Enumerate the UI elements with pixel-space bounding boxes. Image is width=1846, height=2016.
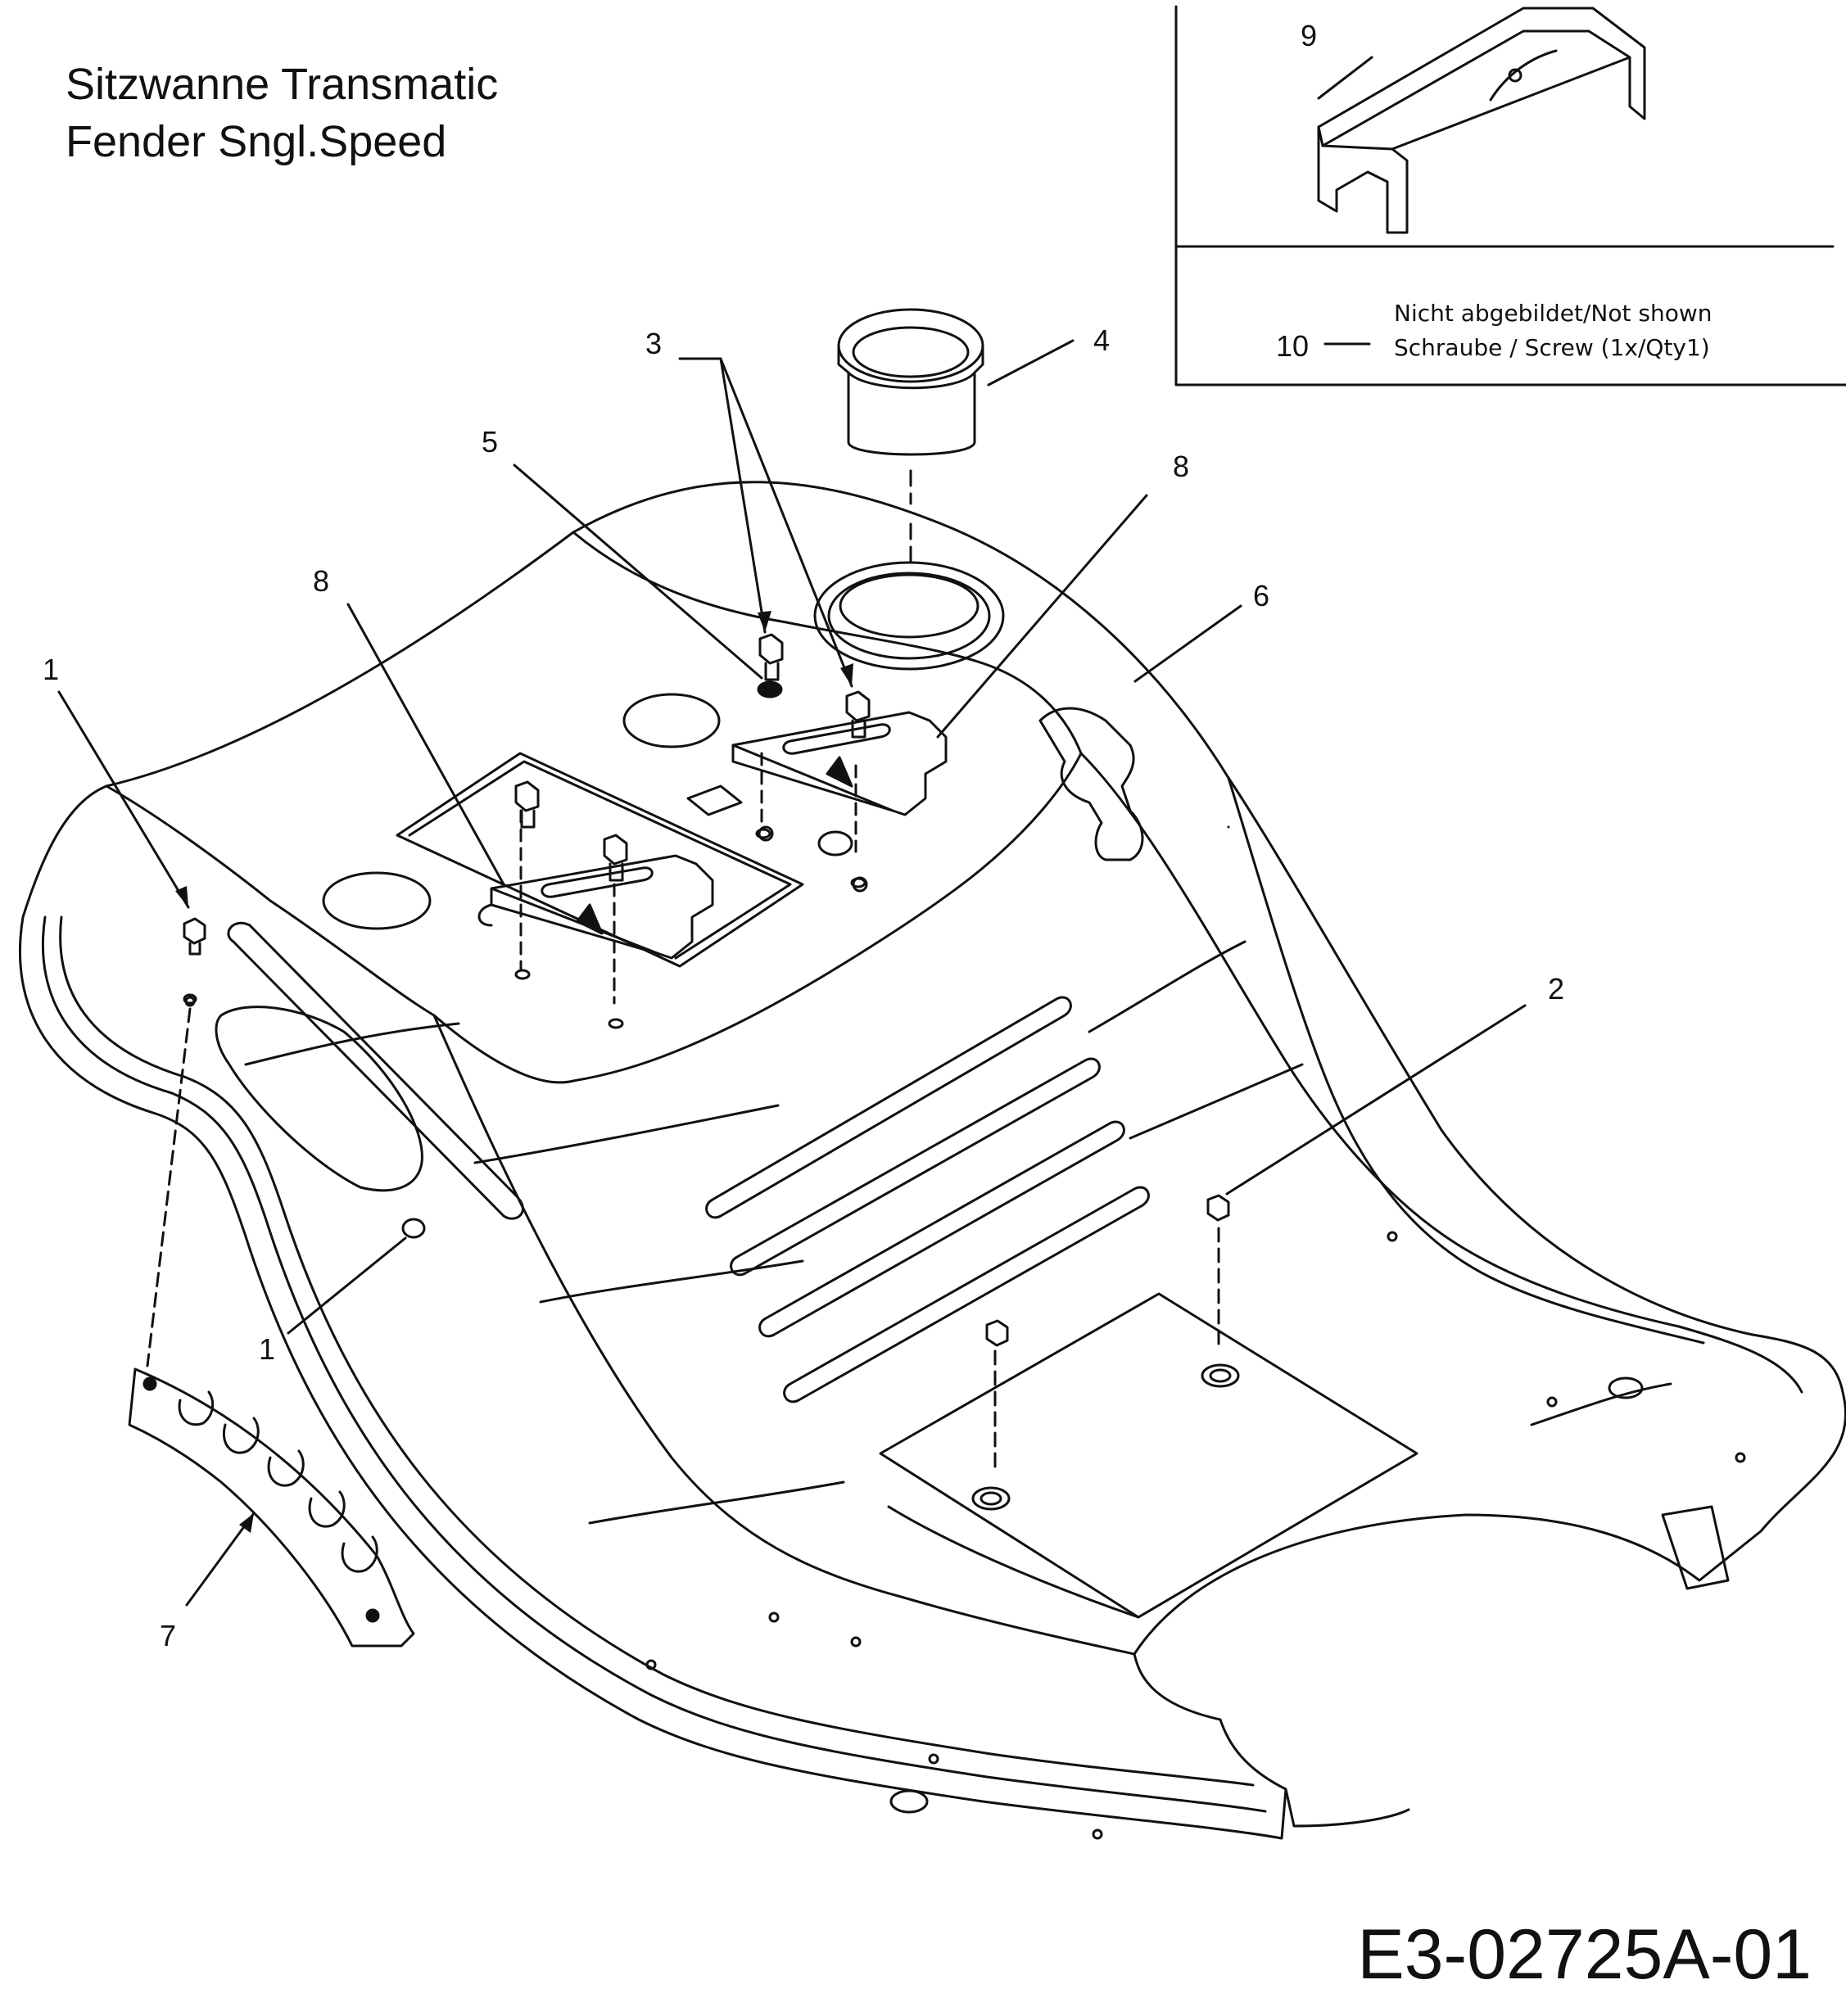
- title-line-1: Sitzwanne Transmatic: [66, 60, 499, 109]
- part-5-washer: [757, 680, 783, 698]
- left-slots: [215, 921, 524, 1220]
- part-1-screws: [146, 917, 426, 1367]
- callout-5: 5: [482, 425, 498, 459]
- handle-slot: [1038, 707, 1144, 861]
- callout-2: 2: [1548, 972, 1564, 1006]
- part-8-bracket-right: [731, 711, 948, 888]
- not-shown-description: Schraube / Screw (1x/Qty1): [1394, 334, 1710, 361]
- cup-receptacle: [813, 561, 1005, 671]
- inset-frame: [1174, 5, 1846, 386]
- rear-tray: [184, 996, 1746, 1840]
- part-2-screws: [985, 1194, 1230, 1476]
- part-8-bracket-left: [477, 809, 714, 1029]
- part-7-strip: [128, 1367, 415, 1648]
- drawing-code: E3-02725A-01: [1357, 1915, 1812, 1994]
- callout-9: 9: [1301, 19, 1317, 52]
- part-4-cup: [837, 308, 984, 567]
- callout-4: 4: [1093, 323, 1110, 357]
- title-line-2: Fender Sngl.Speed: [66, 117, 447, 166]
- callout-10: 10: [1276, 329, 1309, 363]
- part-9-bracket: [1317, 7, 1646, 234]
- part-6-fender-body: [19, 481, 1846, 1840]
- fender-slots: [705, 996, 1150, 1404]
- callout-1-lower: 1: [259, 1332, 275, 1366]
- callout-6: 6: [1253, 579, 1269, 612]
- part-3-bolts: [514, 633, 871, 882]
- callout-1-upper: 1: [43, 653, 59, 686]
- callout-8-left: 8: [313, 564, 329, 598]
- callout-7: 7: [160, 1619, 176, 1652]
- leader-arrowheads: [175, 611, 853, 1533]
- callout-3: 3: [645, 327, 662, 360]
- not-shown-label: Nicht abgebildet/Not shown: [1394, 300, 1713, 327]
- callout-8-right: 8: [1173, 450, 1189, 483]
- leader-lines: [57, 56, 1527, 1607]
